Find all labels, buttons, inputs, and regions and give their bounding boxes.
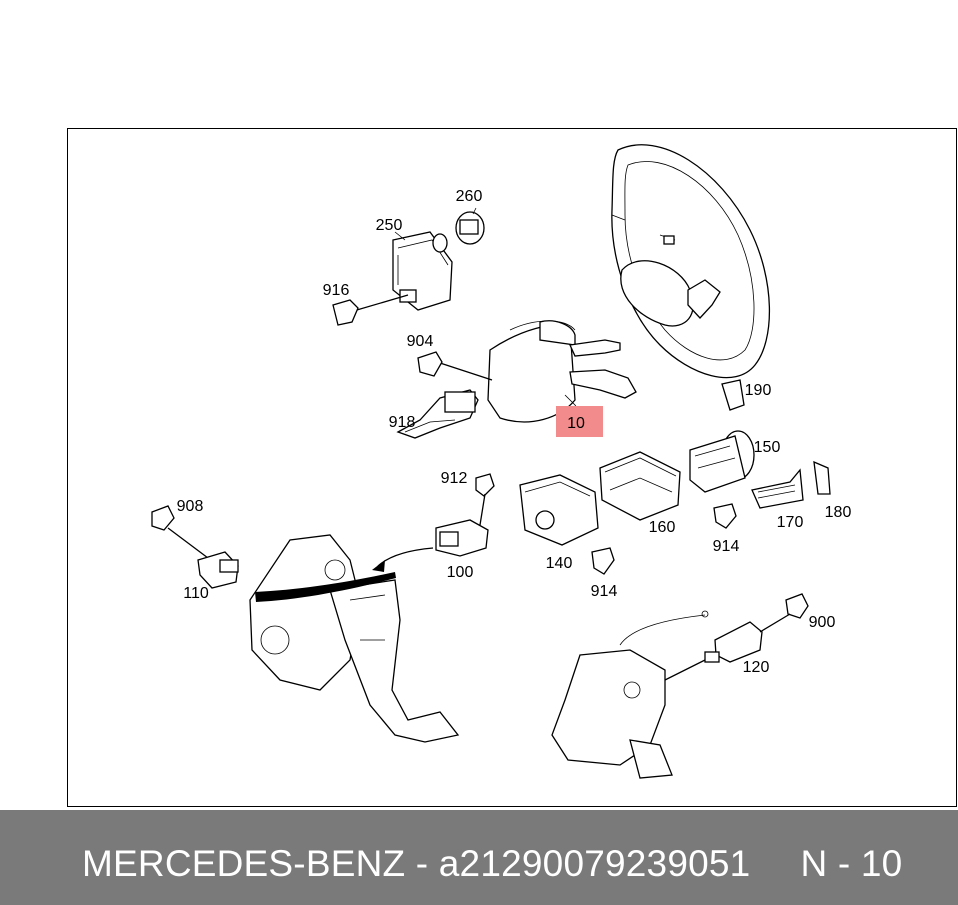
footer-caption: MERCEDES-BENZ - a21290079239051 N - 10 bbox=[82, 843, 902, 885]
part-918-bracket bbox=[396, 389, 479, 439]
part-250-module bbox=[392, 231, 453, 311]
callout-912: 912 bbox=[441, 470, 468, 487]
part-904-clip bbox=[417, 351, 443, 377]
steering-wheel bbox=[611, 144, 771, 379]
part-170-connector bbox=[751, 468, 804, 509]
callout-916: 916 bbox=[323, 282, 350, 299]
callout-140: 140 bbox=[546, 555, 573, 572]
brand-name: MERCEDES-BENZ bbox=[82, 843, 406, 884]
shifter-assembly bbox=[551, 610, 709, 779]
separator: - bbox=[405, 843, 439, 884]
part-180-cover bbox=[813, 460, 831, 495]
callout-260: 260 bbox=[456, 188, 483, 205]
callout-908: 908 bbox=[177, 498, 204, 515]
pedal-assembly bbox=[249, 534, 460, 743]
part-number: a21290079239051 bbox=[438, 843, 751, 884]
part-120-cable-switch bbox=[664, 621, 763, 681]
parts-diagram-frame bbox=[67, 128, 957, 807]
callout-110: 110 bbox=[183, 585, 209, 602]
part-260-connector bbox=[455, 211, 485, 245]
part-160-module bbox=[599, 451, 681, 521]
part-914-clip-a bbox=[713, 503, 737, 529]
callout-170: 170 bbox=[777, 514, 804, 531]
callout-914-a: 914 bbox=[713, 538, 740, 555]
part-190-cover bbox=[721, 379, 745, 411]
highlight-part-10 bbox=[556, 406, 603, 437]
callout-150: 150 bbox=[754, 439, 781, 456]
callout-918: 918 bbox=[389, 414, 416, 431]
footer-bar bbox=[0, 810, 958, 905]
callout-900: 900 bbox=[809, 614, 836, 631]
position-reference: N - 10 bbox=[800, 843, 903, 884]
callout-10: 10 bbox=[567, 415, 585, 432]
part-10-column-switch bbox=[487, 320, 637, 423]
part-916-clip bbox=[332, 299, 359, 326]
callout-120: 120 bbox=[743, 659, 770, 676]
part-914-clip-b bbox=[591, 547, 615, 575]
parts-diagram: 10 260 250 916 904 918 190 150 912 908 1… bbox=[151, 144, 852, 779]
callout-190: 190 bbox=[745, 382, 772, 399]
callout-250: 250 bbox=[376, 217, 403, 234]
part-100-sensor bbox=[435, 519, 489, 557]
callout-100: 100 bbox=[447, 564, 474, 581]
callout-180: 180 bbox=[825, 504, 852, 521]
part-140-ignition bbox=[519, 474, 599, 546]
part-908-clip bbox=[151, 505, 175, 531]
part-900-clip bbox=[785, 593, 809, 619]
callout-160: 160 bbox=[649, 519, 676, 536]
part-110-switch bbox=[197, 551, 239, 589]
callout-914-b: 914 bbox=[591, 583, 618, 600]
callout-904: 904 bbox=[407, 333, 434, 350]
part-150-switch bbox=[689, 430, 755, 493]
part-912-clip bbox=[475, 473, 495, 497]
